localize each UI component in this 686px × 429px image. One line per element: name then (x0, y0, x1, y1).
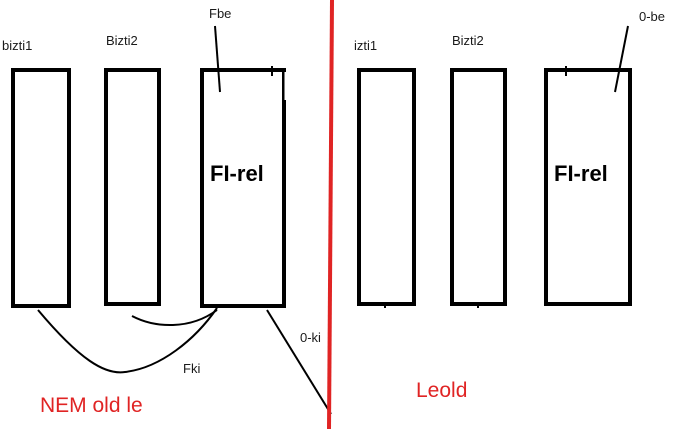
right-box-1 (357, 68, 416, 306)
label-0ki: 0-ki (300, 330, 321, 345)
left-box-3 (200, 68, 286, 308)
label-fki: Fki (183, 361, 201, 376)
fki-curve-long (37, 307, 218, 374)
label-izti1: izti1 (354, 38, 378, 53)
right-box-2 (450, 68, 507, 306)
caption-nem-old-le: NEM old le (40, 394, 143, 417)
right-box-3-text: FI-rel (554, 161, 608, 186)
left-box-3-text: FI-rel (210, 161, 264, 186)
fbe-arrow (214, 25, 221, 93)
label-fbe: Fbe (209, 6, 232, 21)
left-box-1 (11, 68, 71, 308)
label-bizti1: bizti1 (2, 38, 33, 53)
fki-curve-short (131, 309, 218, 326)
0be-arrow (614, 25, 629, 93)
red-divider (327, 0, 334, 429)
0ki-arrow (266, 309, 332, 415)
caption-leold: Leold (416, 379, 468, 402)
label-bizti2-left: Bizti2 (106, 33, 138, 48)
left-box-2 (104, 68, 161, 306)
label-0be: 0-be (639, 9, 666, 24)
right-box-3 (544, 68, 632, 306)
label-bizti2-right: Bizti2 (452, 33, 484, 48)
